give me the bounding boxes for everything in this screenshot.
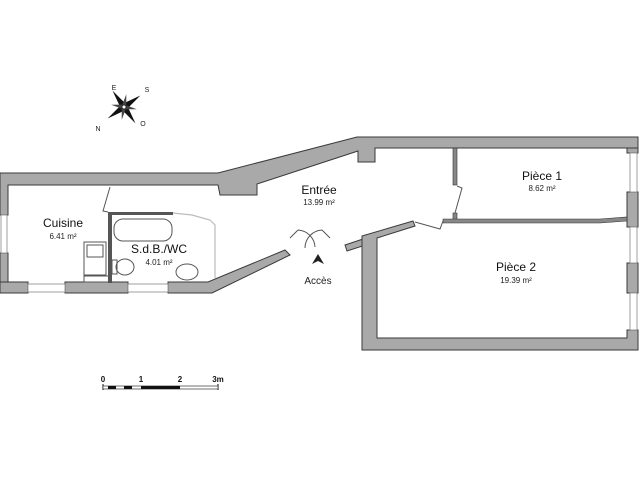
access-arrow-icon — [312, 254, 324, 264]
compass-o: O — [140, 121, 146, 128]
stove-icon — [83, 241, 107, 276]
bottom-wall — [0, 281, 29, 294]
scale-bar: 0 1 2 3m — [101, 375, 224, 390]
room-area-piece2: 19.39 m² — [500, 276, 532, 285]
compass-s: S — [145, 87, 150, 94]
toilet-tank — [111, 259, 118, 275]
compass-e: E — [112, 85, 117, 92]
room-area-entree: 13.99 m² — [303, 198, 335, 207]
top-wall — [0, 136, 639, 216]
room-area-piece1: 8.62 m² — [528, 184, 555, 193]
compass-rose-icon — [107, 90, 141, 124]
right-pillar — [626, 191, 639, 228]
door-kitchen[interactable] — [102, 186, 111, 213]
room-name-sdb: S.d.B./WC — [131, 242, 187, 256]
window — [27, 283, 66, 293]
scale-label: 1 — [139, 375, 144, 384]
scale-label: 2 — [178, 375, 183, 384]
door-piece1[interactable] — [454, 185, 463, 214]
partition — [452, 147, 458, 186]
window — [629, 226, 638, 264]
window — [629, 292, 638, 331]
room-name-entree: Entrée — [301, 183, 337, 197]
right-pillar — [626, 262, 639, 294]
room-name-cuisine: Cuisine — [43, 216, 83, 230]
left-wall — [0, 252, 9, 284]
toilet-icon — [115, 258, 135, 276]
door-piece2[interactable] — [414, 220, 444, 230]
entrance-door[interactable] — [304, 229, 331, 249]
scale-label: 3m — [212, 375, 224, 384]
window — [0, 214, 8, 254]
room-area-cuisine: 6.41 m² — [49, 232, 76, 241]
room-area-sdb: 4.01 m² — [145, 258, 172, 267]
window — [127, 283, 169, 293]
bottom-wall — [167, 249, 291, 294]
partition — [442, 216, 628, 224]
compass-n: N — [95, 126, 100, 133]
right-wall — [626, 147, 639, 154]
bottom-wall — [64, 281, 129, 294]
washbasin-icon — [175, 263, 199, 281]
piece2-left-wall — [361, 220, 639, 351]
scale-label: 0 — [101, 375, 106, 384]
entrance-door[interactable] — [289, 229, 316, 248]
cabinet — [83, 275, 111, 283]
bathtub-icon — [113, 218, 173, 242]
room-name-piece2: Pièce 2 — [496, 260, 536, 274]
room-name-piece1: Pièce 1 — [522, 169, 562, 183]
sink-icon — [86, 244, 104, 258]
window — [629, 152, 638, 193]
access-label: Accès — [304, 276, 331, 287]
door-bathroom[interactable] — [172, 212, 216, 278]
